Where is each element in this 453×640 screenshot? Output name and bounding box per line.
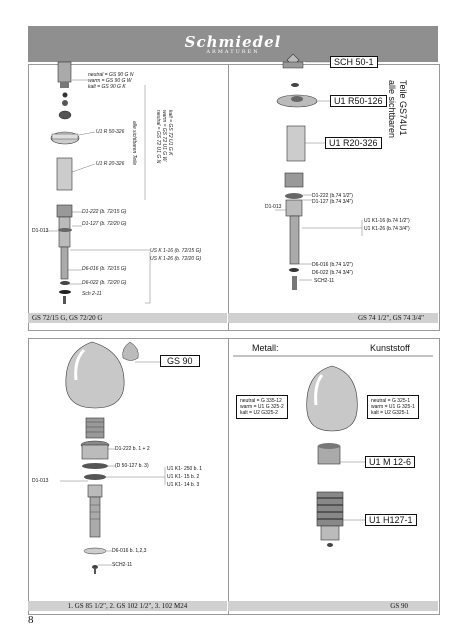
- p2-u1k116: U1 K1-16 (b.74 1/2"): [364, 218, 410, 224]
- p3-sch: SCH2-11: [112, 562, 133, 568]
- p2-u1r50-box: U1 R50-126: [330, 95, 387, 107]
- p1-u1r50: U1 R 50-326: [96, 129, 125, 135]
- p1-code-line: kalt = GS 90 G K: [88, 84, 126, 90]
- p1-d1222: D1-222 (b. 72/15 G): [82, 209, 127, 215]
- p2-u1k126: U1 K1-26 (b.74 3/4"): [364, 226, 410, 232]
- p1-d1013: D1-013: [32, 228, 49, 234]
- p2-u1r20-box: U1 R20-326: [325, 137, 382, 149]
- p1-usk116: US K 1-16 (b. 72/15 G): [150, 248, 202, 254]
- p1-d6016: D6-016 (b. 72/15 G): [82, 266, 127, 272]
- page-number: 8: [28, 614, 34, 626]
- p4-left-line: kalt = U2 G325-2: [240, 410, 278, 416]
- p2-d1222: D1-222 (b.74 1/2"): [312, 193, 353, 199]
- p3-d50: (D 50-127 b. 3): [115, 463, 149, 469]
- p2-d1127: D1-127 (b.74 3/4"): [312, 199, 353, 205]
- p3-u1250: U1 K1- 250 b. 1: [167, 466, 203, 472]
- p4-right-line: neutral = G 325-1: [371, 398, 411, 404]
- p3-d1222: D1-222 b. 1 + 2: [115, 446, 150, 452]
- p4-h127-box: U1 H127-1: [365, 514, 417, 526]
- p4-caption: GS 90: [228, 601, 438, 611]
- p3-caption: 1. GS 85 1/2", 2. GS 102 1/2", 3. 102 M2…: [28, 601, 227, 611]
- p4-left-line: warm = U1 G 325-2: [240, 404, 284, 410]
- p3-u115: U1 K1- 15 b. 2: [167, 474, 200, 480]
- p3-gs90-box: GS 90: [160, 355, 200, 367]
- panel-gs90-cartridge: [228, 338, 440, 615]
- p4-right-line: kalt = U2 G325-1: [371, 410, 409, 416]
- p4-metall: Metall:: [252, 343, 279, 353]
- p2-d1013: D1-013: [265, 204, 282, 210]
- p4-right-line: warm = U1 G 325-1: [371, 404, 415, 410]
- p2-d6022: D6-022 (b.74 3/4"): [312, 270, 353, 276]
- p3-d1013: D1-013: [32, 478, 49, 484]
- p1-d6022: D6-022 (b. 72/20 G): [82, 280, 127, 286]
- p1-usk126: US K 1-26 (b. 72/20 G): [150, 256, 202, 262]
- p2-d6016: D6-016 (b.74 1/2"): [312, 262, 353, 268]
- p3-u114: U1 K1- 14 b. 3: [167, 482, 200, 488]
- p1-code-line: neutral = GS 90 G N: [88, 72, 134, 78]
- p1-d1127: D1-127 (b. 72/20 G): [82, 221, 127, 227]
- p2-caption: GS 74 1/2", GS 74 3/4": [228, 313, 438, 323]
- p4-right-codes: neutral = G 325-1 warm = U1 G 325-1 kalt…: [367, 395, 419, 419]
- p2-sch50-box: SCH 50-1: [330, 56, 378, 68]
- p1-sch: Sch 2-11: [82, 291, 102, 297]
- p1-caption: GS 72/15 G, GS 72/20 G: [28, 313, 227, 323]
- p4-kunststoff: Kunststoff: [370, 343, 410, 353]
- p2-sch: SCH2-11: [314, 278, 335, 284]
- p4-left-line: neutral = G 335-12: [240, 398, 282, 404]
- p4-left-codes: neutral = G 335-12 warm = U1 G 325-2 kal…: [236, 395, 288, 419]
- p1-code-line: warm = GS 90 G W: [88, 78, 132, 84]
- p1-u1r20: U1 R 20-326: [96, 161, 125, 167]
- p3-d6016: D6-016 b. 1,2,3: [112, 548, 147, 554]
- p4-m126-box: U1 M 12-6: [365, 456, 416, 468]
